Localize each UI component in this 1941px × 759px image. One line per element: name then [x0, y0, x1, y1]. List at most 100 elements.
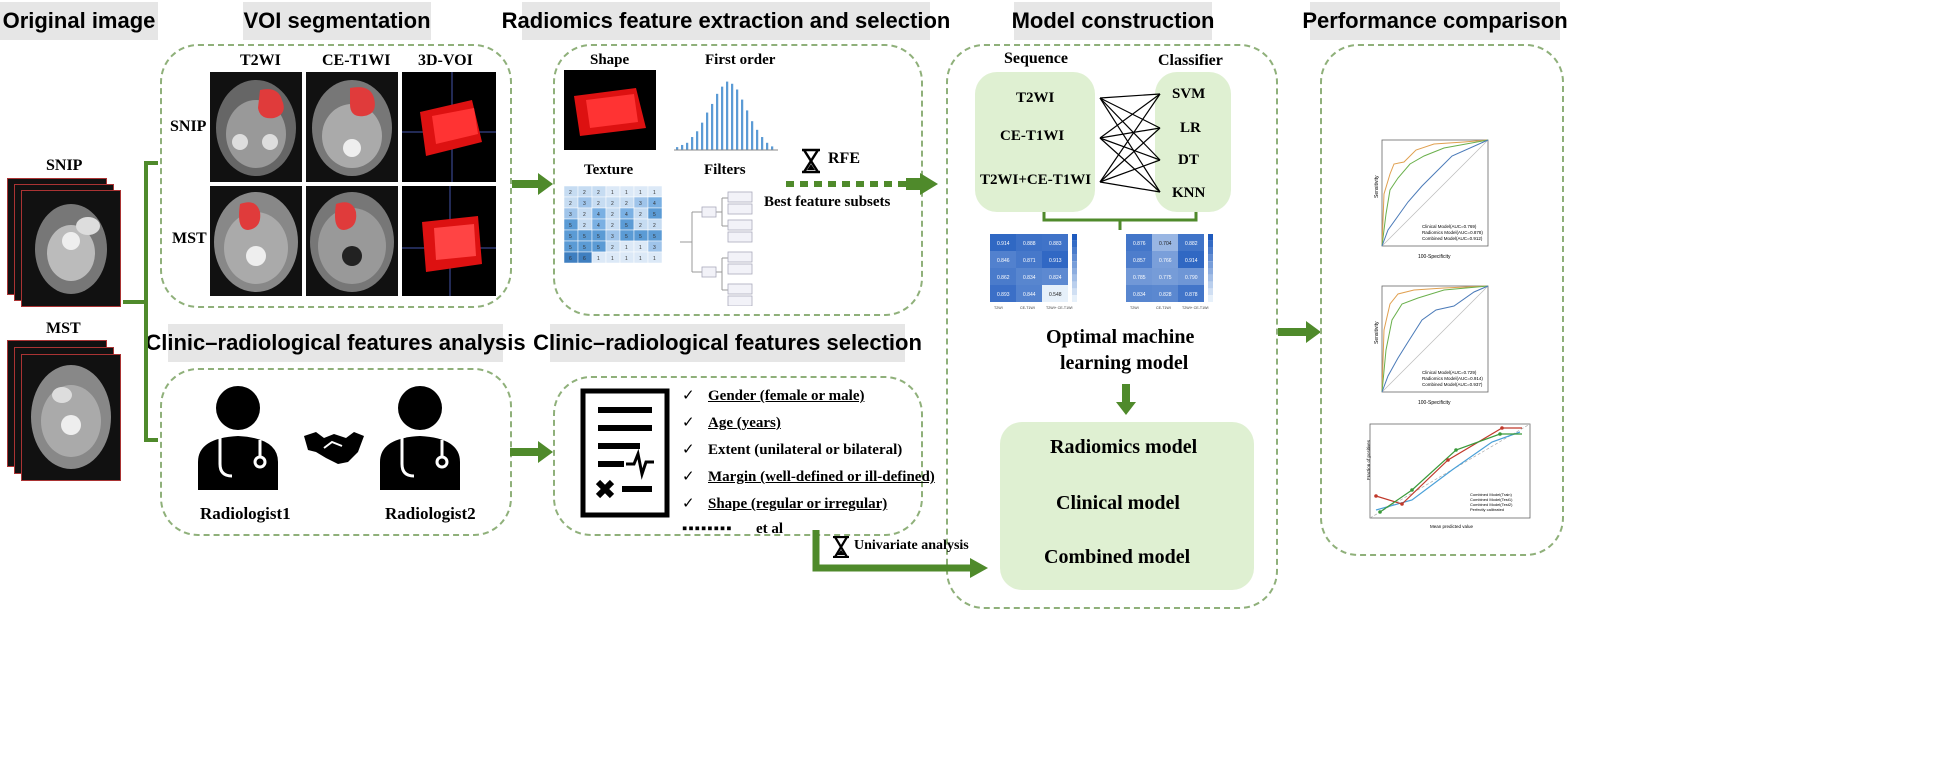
- heatmap-value: 0.704: [1159, 241, 1172, 247]
- seq-cet1wi: CE-T1WI: [1000, 128, 1065, 144]
- texture-cell-value: 5: [625, 234, 628, 240]
- texture-cell-value: 1: [625, 256, 628, 262]
- texture-cell-value: 1: [611, 190, 614, 196]
- texture-label: Texture: [584, 162, 634, 178]
- heatmap-xlabel: T2WI: [994, 306, 1003, 310]
- header-original-image: Original image: [0, 2, 158, 40]
- texture-cell-value: 3: [639, 201, 642, 207]
- clf-knn: KNN: [1172, 185, 1206, 201]
- texture-cell-value: 5: [583, 234, 586, 240]
- histogram-bar: [686, 142, 689, 150]
- arrow-down-models: [1116, 384, 1136, 415]
- heatmap-xlabel: CE-T1WI: [1156, 306, 1171, 310]
- feature-item-shape: ✓Shape (regular or irregular): [682, 496, 888, 512]
- univariate-arrow: [812, 530, 988, 578]
- texture-cell-value: 5: [597, 245, 600, 251]
- heatmap-cell: [990, 268, 1016, 285]
- texture-cell-value: 1: [639, 190, 642, 196]
- heatmap-cell: [1126, 285, 1152, 302]
- heatmap-colorbar: [1208, 247, 1213, 255]
- texture-cell-value: 5: [583, 245, 586, 251]
- feature-item-etal: ▪▪▪▪▪▪▪▪et al: [682, 521, 784, 537]
- texture-cell-value: 2: [611, 245, 614, 251]
- heatmap-colorbar: [1072, 247, 1077, 255]
- header-model-construction: Model construction: [1012, 2, 1214, 40]
- clf-dt: DT: [1178, 152, 1199, 168]
- original-mst-label: MST: [46, 320, 81, 337]
- heatmap-value: 0.766: [1159, 258, 1172, 264]
- heatmap-cell: [990, 251, 1016, 268]
- heatmap-value: 0.878: [1185, 292, 1198, 298]
- heatmap-cell: [990, 234, 1016, 251]
- radiomics-model-label: Radiomics model: [1050, 436, 1198, 458]
- heatmap-colorbar: [1072, 274, 1077, 282]
- heatmap-colorbar: [1208, 295, 1213, 302]
- calib-xlabel: Mean predicted value: [1430, 524, 1474, 529]
- heatmap-value: 0.834: [1023, 275, 1036, 281]
- texture-cell-value: 5: [569, 245, 572, 251]
- heatmap-value: 0.828: [1159, 292, 1172, 298]
- histogram-bar: [726, 81, 729, 150]
- roc2-legend-2: Combined Model(AUC=0.937): [1422, 382, 1483, 387]
- texture-cell-value: 1: [625, 245, 628, 251]
- heatmap-value: 0.882: [1185, 241, 1198, 247]
- calib-legend-3: Perfectly calibrated: [1470, 507, 1504, 512]
- heatmap-cell: [1178, 251, 1204, 268]
- heatmap-cell: [1152, 251, 1178, 268]
- calibration-curve: Fraction of positives Mean predicted val…: [1366, 423, 1531, 529]
- clf-svm: SVM: [1172, 86, 1206, 102]
- histogram-bar: [711, 103, 714, 150]
- heatmap-cell: [990, 285, 1016, 302]
- voi-col-3dvoi: 3D-VOI: [418, 52, 473, 69]
- histogram-bar: [706, 112, 709, 150]
- heatmap-value: 0.893: [997, 292, 1010, 298]
- voi-snip-cet1wi-image: [306, 72, 398, 182]
- heatmap-colorbar: [1208, 274, 1213, 282]
- histogram-bar: [701, 122, 704, 150]
- roc2-legend-0: Clinical Model(AUC=0.729): [1422, 370, 1477, 375]
- calib-legend-0: Combined Model(Train): [1470, 492, 1513, 497]
- sequence-label: Sequence: [1004, 50, 1068, 67]
- histogram-bar: [736, 89, 739, 150]
- heatmap-colorbar: [1208, 281, 1213, 289]
- heatmap-value: 0.876: [1133, 241, 1146, 247]
- voi-mst-3d-image: [402, 186, 496, 296]
- sequence-box: [975, 72, 1095, 212]
- univariate-label: Univariate analysis: [854, 538, 969, 553]
- seq-combined: T2WI+CE-T1WI: [980, 172, 1092, 188]
- heatmap-value: 0.914: [1185, 258, 1198, 264]
- heatmap-cell: [1126, 251, 1152, 268]
- heatmap-colorbar: [1208, 254, 1213, 262]
- heatmap-value: 0.862: [997, 275, 1010, 281]
- heatmap-colorbar: [1208, 268, 1213, 275]
- histogram-bar: [766, 142, 769, 150]
- heatmap-value: 0.824: [1049, 275, 1062, 281]
- hourglass-icon: [802, 148, 820, 174]
- texture-cell-value: 5: [569, 234, 572, 240]
- heatmap-value: 0.785: [1133, 275, 1146, 281]
- heatmap-cell: [1178, 285, 1204, 302]
- heatmap-value: 0.790: [1185, 275, 1198, 281]
- texture-cell-value: 1: [639, 245, 642, 251]
- texture-cell-value: 6: [569, 256, 572, 262]
- texture-cell-value: 5: [625, 223, 628, 229]
- heatmap-colorbar: [1072, 261, 1077, 268]
- histogram-bar: [676, 147, 679, 150]
- texture-cell-value: 1: [653, 256, 656, 262]
- roc1-legend-2: Combined Model(AUC=0.912): [1422, 236, 1483, 241]
- texture-cell-value: 4: [597, 212, 600, 218]
- texture-cell-value: 2: [639, 212, 642, 218]
- texture-cell-value: 5: [653, 212, 656, 218]
- heatmap-value: 0.883: [1049, 241, 1062, 247]
- clf-lr: LR: [1180, 120, 1201, 136]
- performance-panel: [1320, 44, 1564, 556]
- voi-mst-cet1wi-image: [306, 186, 398, 296]
- texture-cell-value: 3: [569, 212, 572, 218]
- histogram-bar: [731, 83, 734, 150]
- texture-cell-value: 1: [639, 256, 642, 262]
- check-icon: ✓: [682, 415, 695, 431]
- sequence-brace: [1042, 212, 1198, 230]
- seq-t2wi: T2WI: [1016, 90, 1055, 106]
- voi-row-snip: SNIP: [170, 118, 207, 135]
- texture-cell-value: 1: [625, 190, 628, 196]
